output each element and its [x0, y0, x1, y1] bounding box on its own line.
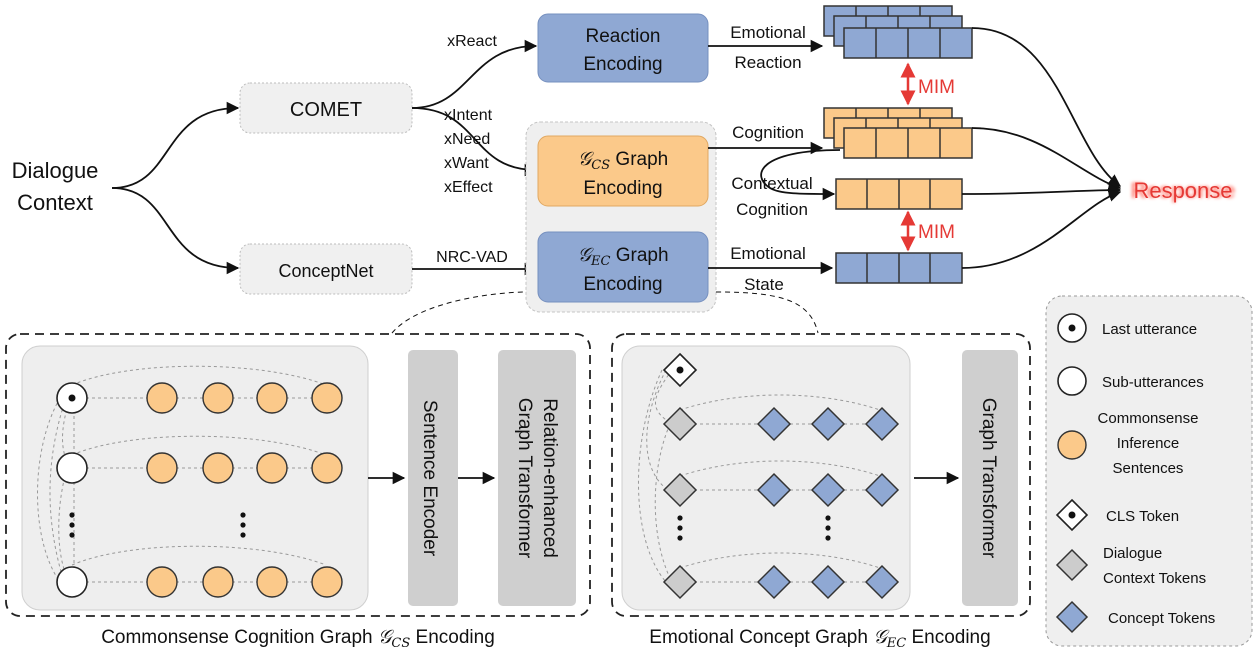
gec-encoding-box [537, 231, 709, 303]
xneed-label: xNeed [444, 131, 490, 148]
reaction-encoding-label-1: Reaction [586, 26, 661, 47]
gcs-caption-symbol: 𝒢 [378, 626, 395, 648]
legend-concept-icon [1055, 600, 1089, 634]
xwant-label: xWant [444, 155, 489, 172]
gcs-symbol: 𝒢 [578, 148, 595, 170]
gec-graph-word: Graph [610, 245, 668, 266]
mim-top-label: MIM [918, 77, 955, 98]
legend-last-utterance: Last utterance [1102, 321, 1197, 338]
dialogue-context-label-1: Dialogue [12, 158, 99, 183]
gcs-caption-pre: Commonsense Cognition Graph [101, 627, 378, 648]
arrow-context-comet [111, 101, 240, 189]
legend-commonsense-2: Inference [1117, 435, 1180, 452]
gcs-graph [37, 365, 343, 598]
legend-sub-utterances-icon [1057, 366, 1087, 396]
legend-dialogue-tokens-1: Dialogue [1103, 545, 1162, 562]
sentence-encoder-box [408, 350, 458, 606]
legend-commonsense-icon [1057, 430, 1087, 460]
emotional-state-label-1: Emotional [730, 244, 806, 263]
emotional-state-vector [835, 252, 963, 284]
legend-dialogue-icon [1055, 548, 1089, 582]
legend-commonsense-3: Sentences [1113, 460, 1184, 477]
nrc-vad-label: NRC-VAD [436, 249, 508, 266]
gcs-encoding-title: 𝒢CS Graph [578, 148, 668, 173]
dialogue-context-label-2: Context [17, 190, 93, 215]
connector-left [391, 291, 527, 334]
cognition-label: Cognition [732, 123, 804, 142]
gcs-panel [5, 333, 591, 617]
arrow-context-conceptnet [111, 187, 240, 275]
legend-cls-token: CLS Token [1106, 508, 1179, 525]
gec-panel [611, 333, 1031, 617]
relation-transformer-box [498, 350, 576, 606]
gec-encoding-title: 𝒢EC Graph [577, 244, 668, 269]
xintent-label: xIntent [444, 107, 493, 124]
cognition-tensor [823, 107, 973, 159]
gcs-graph-word: Graph [610, 149, 668, 170]
gcs-encoding-box [537, 135, 709, 207]
xreact-label: xReact [447, 33, 497, 50]
legend-cls-dot [1068, 511, 1076, 519]
reaction-encoding-label-2: Encoding [583, 54, 662, 75]
gec-caption-sub: EC [886, 636, 906, 651]
conceptnet-label: ConceptNet [278, 261, 373, 281]
conceptnet-box [239, 243, 413, 295]
arrow-cognition-response [971, 127, 1122, 191]
arrow-state-response [961, 189, 1122, 269]
emotional-reaction-label-1: Emotional [730, 23, 806, 42]
arrow-contextual-response [961, 183, 1122, 197]
gec-graph-area [621, 345, 911, 611]
comet-box [239, 82, 413, 134]
arrow-reaction-response [971, 27, 1122, 187]
relation-transformer-label-2: Graph Transformer [514, 398, 535, 559]
gec-encoding-label-2: Encoding [583, 274, 662, 295]
gcs-caption: Commonsense Cognition Graph 𝒢CS Encoding [101, 626, 495, 651]
mim-bottom-label: MIM [918, 222, 955, 243]
xeffect-label: xEffect [444, 179, 493, 196]
response-glow: Response [1130, 178, 1235, 203]
legend-dialogue-tokens-2: Context Tokens [1103, 570, 1206, 587]
gec-symbol: 𝒢 [577, 244, 594, 266]
gcs-caption-post: Encoding [410, 627, 495, 648]
comet-label: COMET [290, 99, 362, 121]
reaction-encoding-box [537, 13, 709, 83]
gcs-encoding-label-2: Encoding [583, 178, 662, 199]
emotional-reaction-tensor [823, 5, 973, 59]
relation-transformer-label-1: Relation-enhanced [539, 398, 560, 558]
graph-transformer-label: Graph Transformer [978, 398, 999, 559]
arrow-comet-reaction [411, 39, 538, 109]
gcs-caption-sub: CS [391, 636, 410, 651]
gcs-sub: CS [591, 158, 610, 173]
contextual-cognition-label-2: Cognition [736, 200, 808, 219]
connector-right [715, 291, 819, 334]
gec-caption: Emotional Concept Graph 𝒢EC Encoding [649, 626, 990, 651]
contextual-cognition-vector [835, 178, 963, 210]
legend-panel [1045, 295, 1253, 647]
emotional-state-label-2: State [744, 275, 784, 294]
emotional-reaction-label-2: Reaction [734, 53, 801, 72]
legend-concept-tokens: Concept Tokens [1108, 610, 1215, 627]
gec-caption-pre: Emotional Concept Graph [649, 627, 873, 648]
contextual-cognition-label-1: Contextual [731, 174, 812, 193]
gec-caption-symbol: 𝒢 [873, 626, 890, 648]
gec-graph [638, 352, 900, 600]
gec-sub: EC [590, 254, 610, 269]
arrow-comet-gcs [411, 107, 538, 177]
legend-sub-utterances: Sub-utterances [1102, 374, 1204, 391]
legend-commonsense-1: Commonsense [1098, 410, 1199, 427]
gec-caption-post: Encoding [906, 627, 991, 648]
legend-last-utterance-dot [1068, 324, 1076, 332]
graph-transformer-box [962, 350, 1018, 606]
arrow-contextual-loop [760, 149, 841, 201]
response-label: Response [1133, 178, 1232, 203]
sentence-encoder-label: Sentence Encoder [419, 400, 440, 557]
